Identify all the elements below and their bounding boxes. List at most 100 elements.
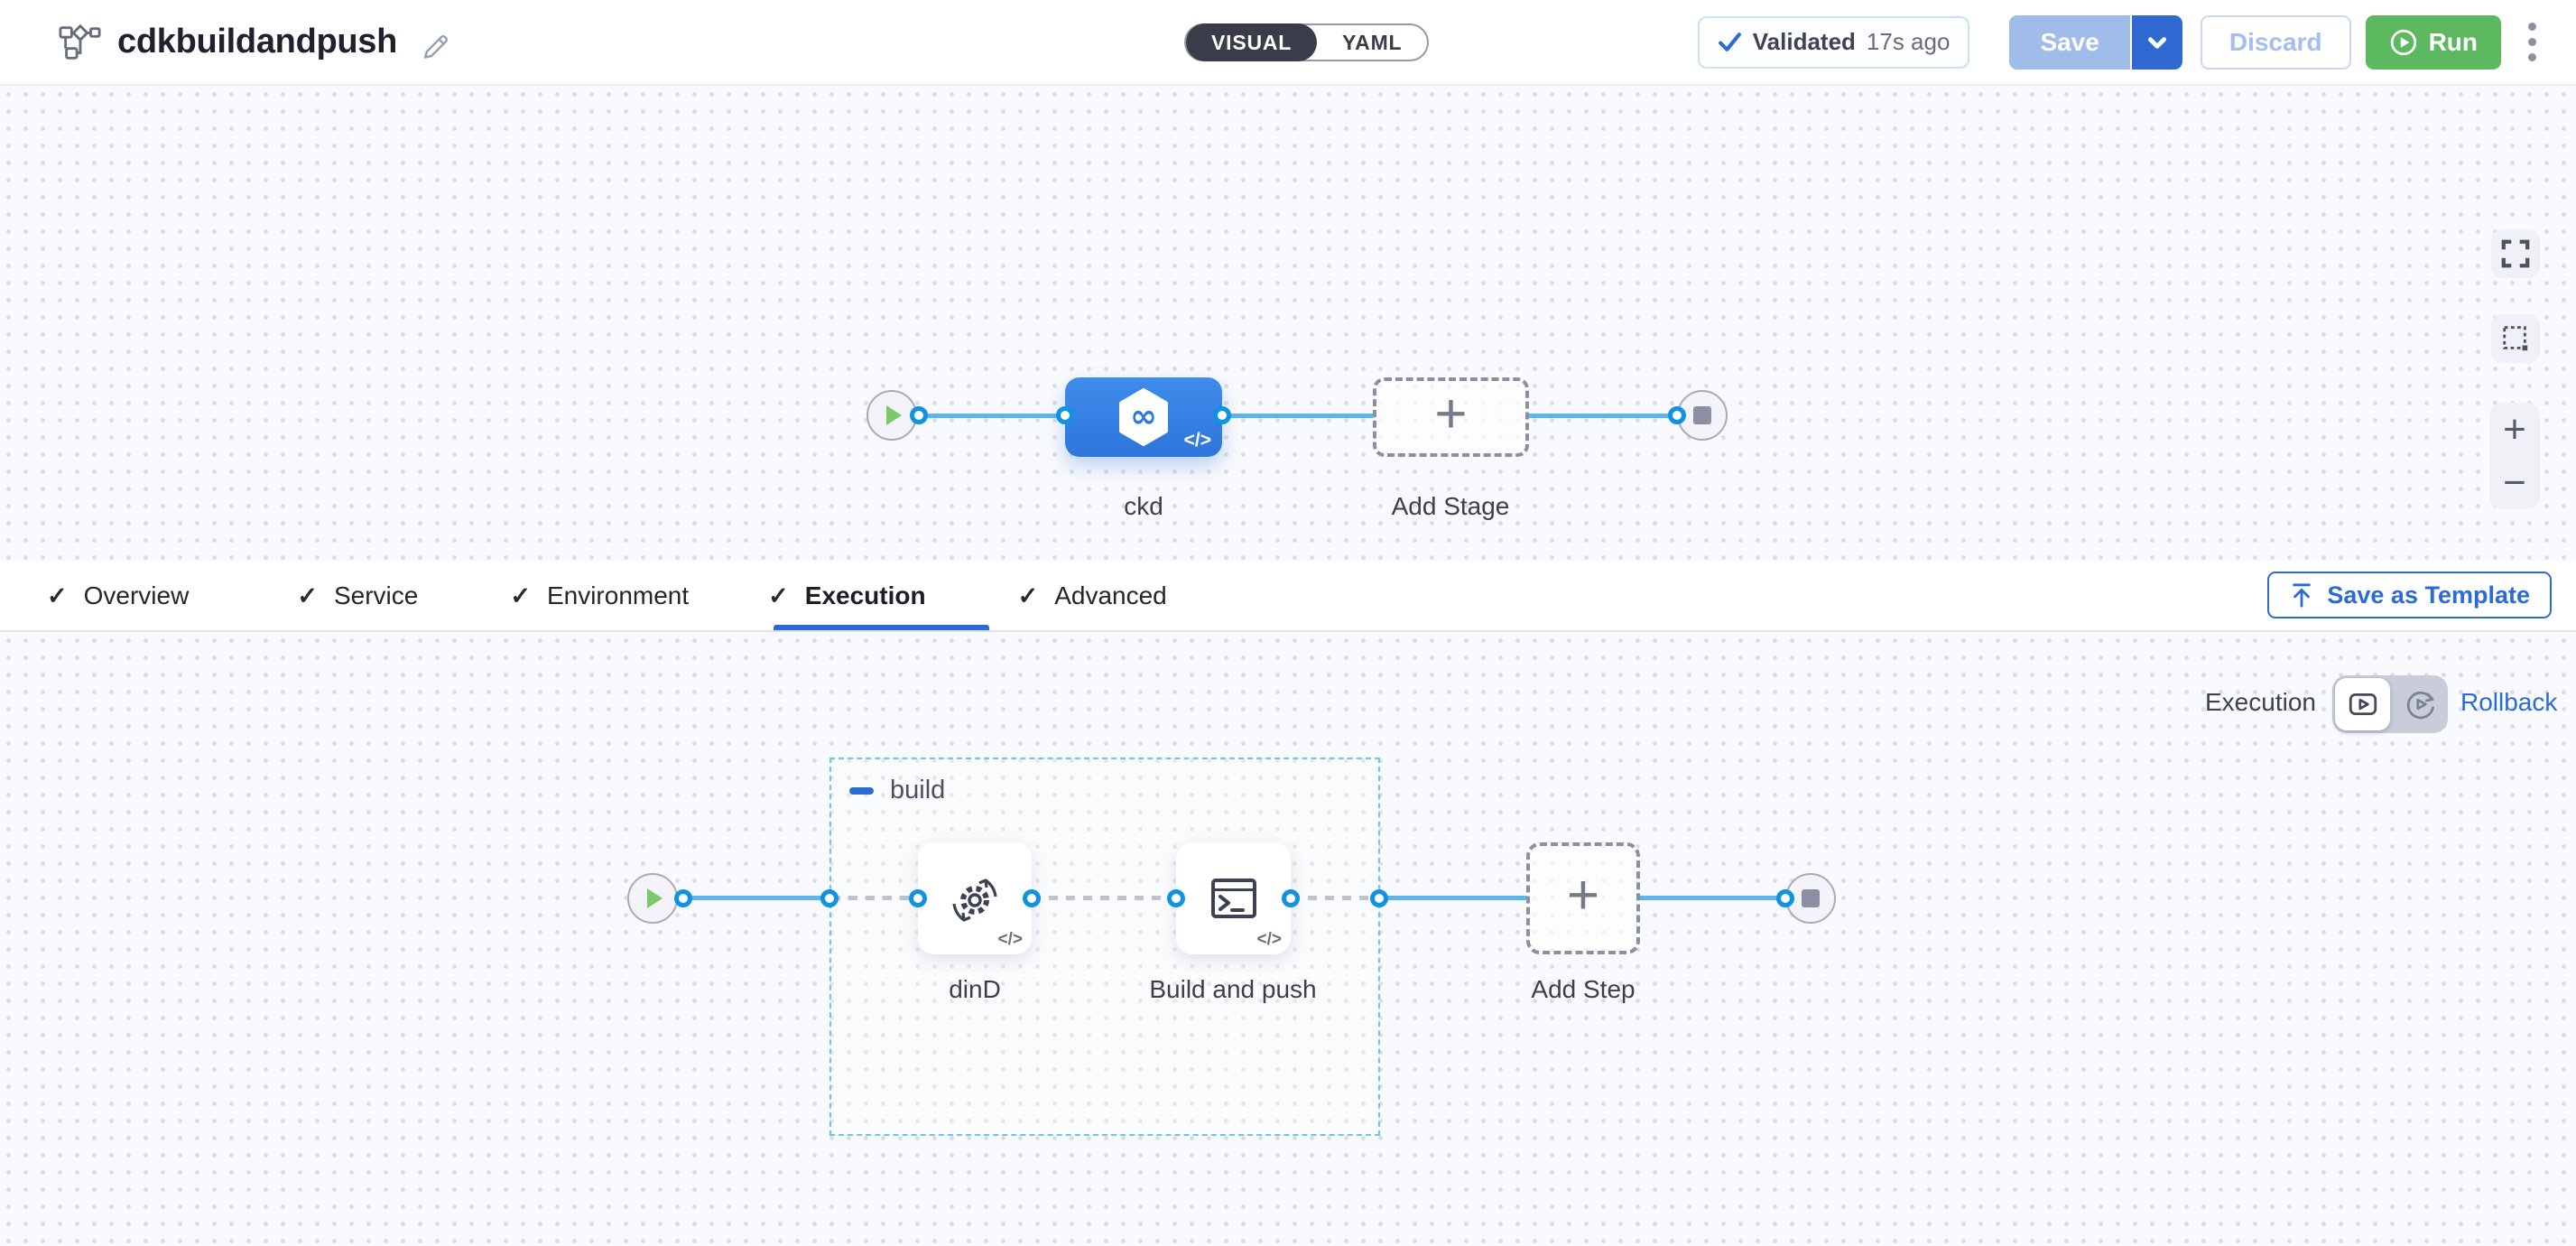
terminal-icon — [1210, 879, 1256, 918]
connector-port — [820, 889, 839, 907]
pipeline-title-group: cdkbuildandpush — [58, 0, 453, 84]
start-play-icon — [886, 405, 902, 425]
pipeline-title: cdkbuildandpush — [117, 23, 398, 60]
connector-line — [1222, 414, 1376, 418]
execution-view-label: Execution — [2205, 688, 2316, 716]
connector-port — [674, 889, 692, 907]
connector-port — [1213, 406, 1231, 424]
step-group-build[interactable] — [829, 758, 1380, 1136]
header: cdkbuildandpush VISUAL YAML Validated 17… — [0, 0, 2576, 86]
zoom-out-button[interactable]: − — [2489, 456, 2540, 509]
stage-canvas[interactable]: ∞ </> + ckd Add Stage + − — [0, 86, 2576, 562]
connector-line — [683, 896, 831, 900]
save-as-template-button[interactable]: Save as Template — [2267, 572, 2552, 618]
step-name-label: Build and push — [1149, 975, 1317, 1003]
connector-port — [910, 406, 928, 424]
tab-overview[interactable]: ✓ Overview — [47, 581, 190, 609]
marquee-select-icon — [2503, 326, 2528, 351]
group-name-label: build — [890, 776, 946, 804]
run-label: Run — [2428, 27, 2478, 56]
discard-button[interactable]: Discard — [2200, 14, 2351, 70]
header-actions: Validated 17s ago Save Discard Run — [1697, 0, 2544, 84]
save-options-button[interactable] — [2131, 14, 2182, 70]
rollback-view-button[interactable] — [2393, 675, 2448, 733]
connector-port — [1056, 406, 1074, 424]
execution-start-node — [627, 873, 678, 924]
execution-view-icon — [2349, 693, 2377, 715]
code-view-icon[interactable]: </> — [1183, 430, 1211, 451]
check-icon: ✓ — [47, 581, 68, 609]
connector-line-dashed — [831, 896, 918, 900]
add-stage-label: Add Stage — [1391, 492, 1510, 520]
ci-stage-icon: ∞ — [1119, 388, 1168, 446]
code-view-icon[interactable]: </> — [997, 930, 1023, 949]
connector-line — [1379, 896, 1528, 900]
add-stage-button[interactable]: + — [1373, 377, 1529, 457]
add-step-label: Add Step — [1531, 975, 1635, 1003]
validated-time: 17s ago — [1866, 28, 1951, 55]
check-icon — [1718, 33, 1741, 51]
validated-badge[interactable]: Validated 17s ago — [1697, 15, 1970, 69]
stage-node-ckd[interactable]: ∞ </> — [1065, 377, 1222, 457]
check-icon: ✓ — [510, 581, 531, 609]
step-name-label: dinD — [949, 975, 1001, 1003]
stage-tabbar: ✓ Overview ✓ Service ✓ Environment ✓ Exe… — [0, 562, 2576, 632]
plus-icon: + — [1566, 864, 1600, 926]
step-node-build-and-push[interactable]: </> — [1176, 842, 1291, 954]
save-button[interactable]: Save — [2009, 14, 2132, 70]
upload-icon — [2293, 583, 2312, 608]
rollback-link[interactable]: Rollback — [2460, 688, 2558, 716]
fullscreen-icon — [2501, 239, 2530, 268]
pipeline-start-node — [866, 390, 917, 441]
end-stop-icon — [1802, 889, 1820, 907]
validated-label: Validated — [1752, 28, 1856, 55]
execution-view-button[interactable] — [2335, 678, 2390, 730]
connector-line-dashed — [1032, 896, 1177, 900]
run-play-icon — [2390, 29, 2416, 55]
multi-select-button[interactable] — [2491, 314, 2540, 363]
collapse-group-button[interactable] — [849, 787, 874, 795]
check-icon: ✓ — [297, 581, 318, 609]
tab-environment[interactable]: ✓ Environment — [510, 581, 690, 609]
start-play-icon — [647, 888, 663, 908]
visual-yaml-toggle: VISUAL YAML — [1184, 23, 1430, 61]
stage-name-label: ckd — [1124, 492, 1163, 520]
plus-icon: + — [1434, 383, 1468, 445]
connector-line — [919, 414, 1067, 418]
check-icon: ✓ — [768, 581, 789, 609]
more-options-button[interactable] — [2521, 15, 2544, 69]
visual-toggle-button[interactable]: VISUAL — [1186, 23, 1318, 61]
add-step-button[interactable]: + — [1526, 842, 1640, 954]
execution-canvas[interactable]: Execution Rollback build — [0, 632, 2576, 1246]
connector-line-dashed — [1291, 896, 1376, 900]
connector-port — [1023, 889, 1041, 907]
dind-service-icon — [952, 879, 997, 922]
connector-port — [1282, 889, 1300, 907]
connector-line — [1529, 414, 1679, 418]
pipeline-icon — [58, 23, 101, 61]
connector-port — [909, 889, 927, 907]
fullscreen-button[interactable] — [2491, 229, 2540, 278]
connector-port — [1668, 406, 1686, 424]
run-button[interactable]: Run — [2365, 14, 2501, 70]
end-stop-icon — [1693, 406, 1711, 424]
edit-pipeline-icon[interactable] — [421, 26, 453, 59]
tab-execution[interactable]: ✓ Execution — [768, 581, 926, 609]
step-node-dind[interactable]: </> — [918, 842, 1032, 954]
yaml-toggle-button[interactable]: YAML — [1317, 23, 1427, 61]
zoom-in-button[interactable]: + — [2489, 403, 2540, 456]
active-tab-underline — [774, 625, 989, 630]
execution-rollback-toggle — [2332, 675, 2448, 733]
connector-port — [1370, 889, 1388, 907]
zoom-controls: + − — [2489, 403, 2540, 509]
chevron-down-icon — [2147, 36, 2166, 49]
connector-line — [1638, 896, 1787, 900]
svg-text:∞: ∞ — [1130, 398, 1157, 435]
code-view-icon[interactable]: </> — [1256, 930, 1282, 949]
tab-service[interactable]: ✓ Service — [297, 581, 419, 609]
connector-port — [1167, 889, 1185, 907]
save-split-button: Save — [2009, 14, 2182, 70]
tab-advanced[interactable]: ✓ Advanced — [1017, 581, 1167, 609]
check-icon: ✓ — [1017, 581, 1039, 609]
